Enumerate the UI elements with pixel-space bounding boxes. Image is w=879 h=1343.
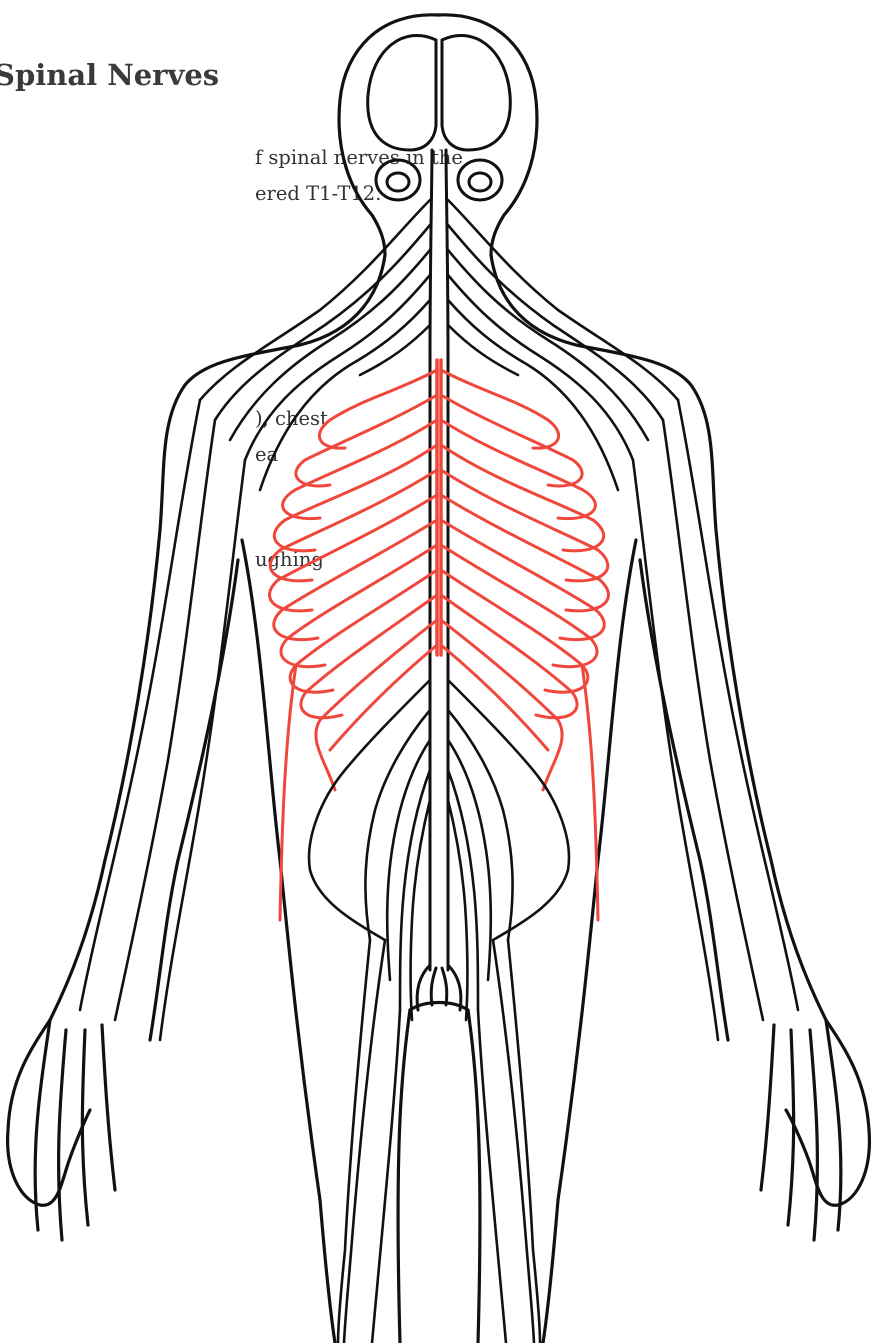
body-outline	[8, 15, 870, 1343]
lumbar-sacral-nerves	[309, 680, 569, 1343]
cervical-nerves	[80, 200, 798, 1040]
brain-outline	[368, 35, 511, 200]
